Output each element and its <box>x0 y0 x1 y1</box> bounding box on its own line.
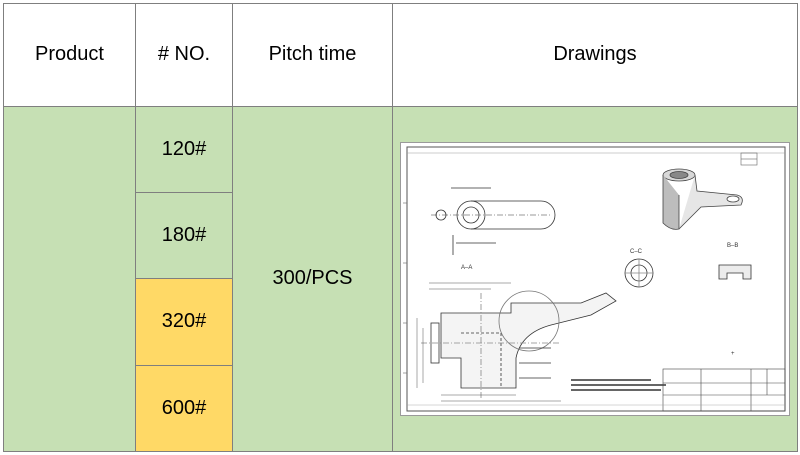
number-cell-600: 600# <box>135 364 233 453</box>
header-number: # NO. <box>135 3 233 107</box>
product-cell <box>3 105 136 453</box>
table-row: 120# 300/PCS <box>3 105 798 453</box>
section-aa-label: A–A <box>461 265 472 271</box>
technical-drawing: C–C B–B A–A <box>400 141 790 416</box>
number-cell-120: 120# <box>135 105 233 193</box>
header-product: Product <box>3 3 136 107</box>
header-row: Product # NO. Pitch time Drawings <box>3 3 798 107</box>
table-row: 180# <box>4 191 798 280</box>
table-row: 600# <box>4 364 798 453</box>
svg-text:+: + <box>731 351 735 357</box>
drawing-cell: C–C B–B A–A <box>392 105 798 453</box>
number-cell-320: 320# <box>135 278 233 366</box>
product-table: Product # NO. Pitch time Drawings 120# 3… <box>3 3 798 453</box>
table-row: 320# <box>4 278 798 366</box>
pitch-time-cell: 300/PCS <box>232 105 393 453</box>
section-cc-label: C–C <box>630 249 643 255</box>
header-pitch-time: Pitch time <box>232 3 393 107</box>
header-drawings: Drawings <box>392 3 798 107</box>
section-bb-label: B–B <box>727 243 738 249</box>
number-cell-180: 180# <box>135 191 233 280</box>
